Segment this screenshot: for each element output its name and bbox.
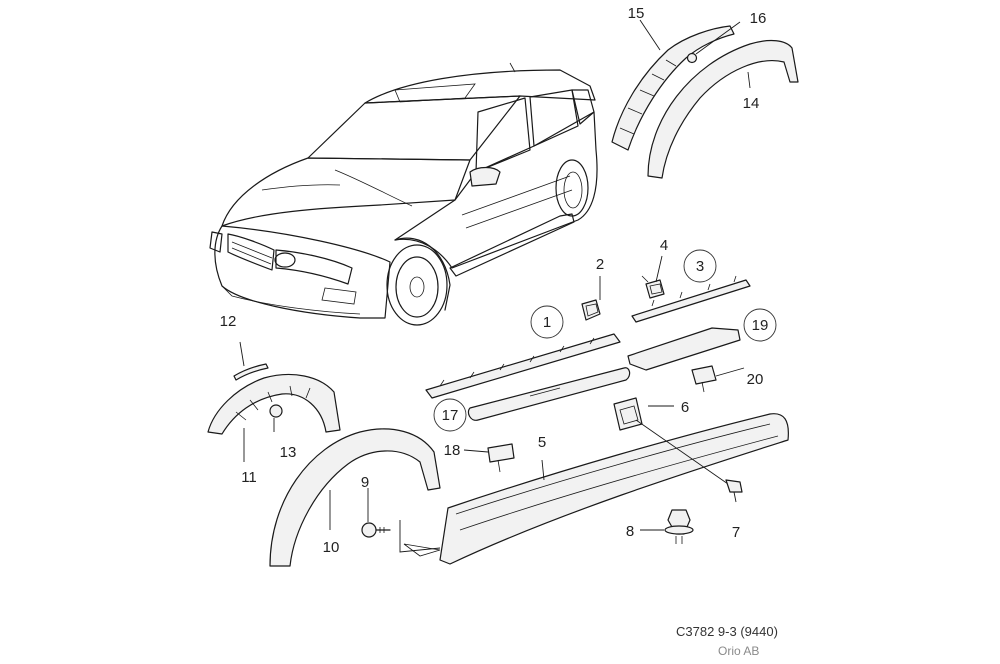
callout-17-ring <box>433 398 467 432</box>
part-7-bolt <box>635 419 743 493</box>
callout-3: 3 <box>696 258 704 275</box>
callout-1-ring <box>530 305 564 339</box>
copyright-owner: Orio AB <box>718 644 760 658</box>
part-8-fastener <box>664 509 694 544</box>
callout-14: 14 <box>743 95 760 112</box>
leader-lines <box>239 19 751 553</box>
callout-5: 5 <box>538 434 546 451</box>
part-12-strip <box>233 363 269 381</box>
callout-16: 16 <box>750 10 767 27</box>
callout-3-ring <box>683 249 717 283</box>
callout-7: 7 <box>732 524 740 541</box>
callout-11: 11 <box>241 469 257 486</box>
part-3-moulding <box>631 275 751 323</box>
diagram-reference-code: C3782 9-3 (9440) <box>676 624 778 639</box>
callout-19-ring <box>743 308 777 342</box>
callout-2: 2 <box>596 256 604 273</box>
callout-8: 8 <box>626 523 634 540</box>
callout-17: 17 <box>442 407 459 424</box>
part-10-front-wheel-arch-moulding <box>269 428 441 567</box>
part-11-front-wheelhouse-liner <box>207 373 341 435</box>
callout-10: 10 <box>323 539 340 556</box>
callout-20: 20 <box>747 371 764 388</box>
callout-19: 19 <box>752 317 769 334</box>
part-17-sill-trim-plate <box>467 367 631 421</box>
car-illustration <box>209 62 598 326</box>
callout-9: 9 <box>361 474 369 491</box>
callout-13: 13 <box>280 444 297 461</box>
part-18-clip <box>487 443 515 473</box>
callout-1: 1 <box>543 314 551 331</box>
callout-labels: 1 2 3 4 5 6 7 8 9 10 11 12 13 14 15 16 1… <box>220 5 777 556</box>
callout-6: 6 <box>681 399 689 416</box>
part-20-clip <box>691 365 717 393</box>
callout-12: 12 <box>220 313 237 330</box>
part-9-screw <box>361 522 391 538</box>
part-13-clip <box>269 404 283 418</box>
callout-15: 15 <box>628 5 645 22</box>
part-5-sill-panel <box>403 413 789 565</box>
callout-4: 4 <box>660 237 668 254</box>
part-14-rear-wheel-arch-moulding <box>647 39 799 179</box>
part-19-trim-plate <box>627 327 741 371</box>
part-1-moulding <box>425 333 621 399</box>
part-2-clip <box>581 299 601 321</box>
part-15-rear-wheelhouse-liner <box>611 25 735 151</box>
part-4-clip <box>641 275 665 299</box>
callout-18: 18 <box>444 442 461 459</box>
part-6-clip <box>613 397 643 431</box>
